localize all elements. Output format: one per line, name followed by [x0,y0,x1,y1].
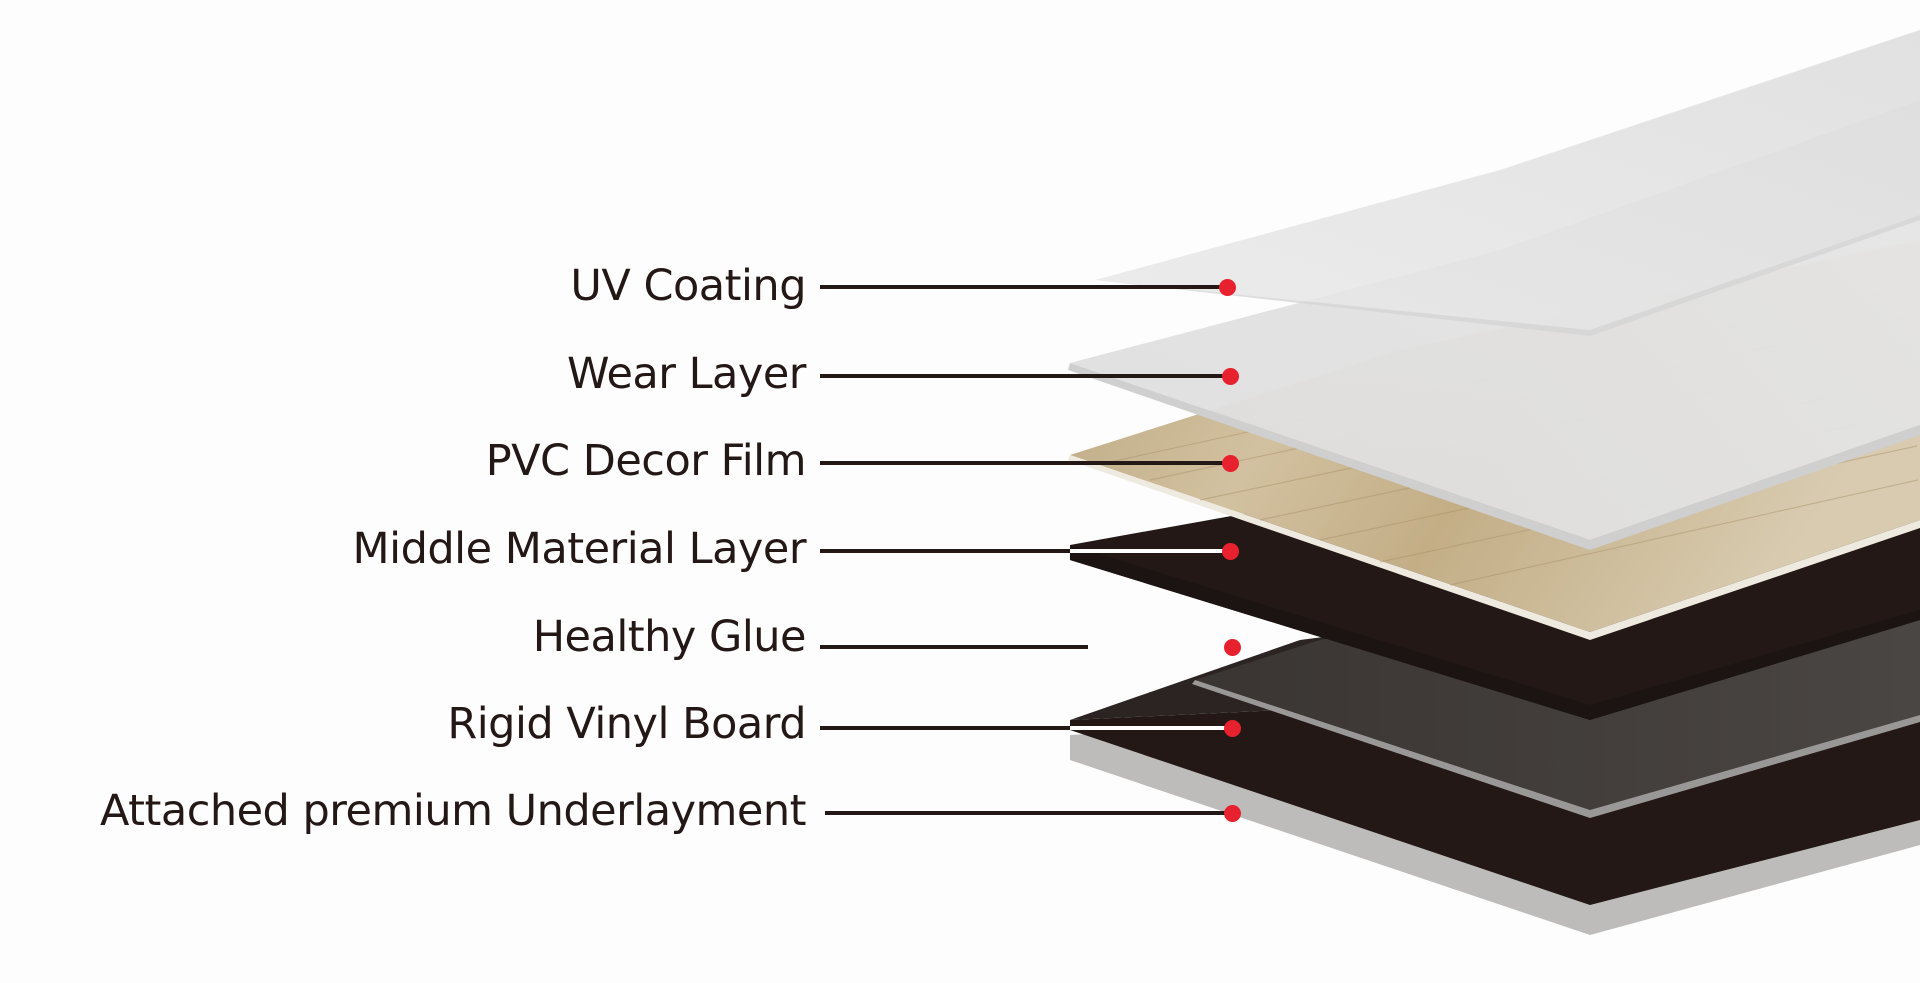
uv-coating-sheet [1095,30,1920,336]
leader-line-middle-material-layer [820,549,1070,553]
label-middle-material-layer: Middle Material Layer [352,524,807,574]
label-healthy-glue: Healthy Glue [532,612,807,662]
leader-line-pvc-decor-film [820,461,1227,465]
label-underlayment: Attached premium Underlayment [99,786,807,836]
leader-line-middle-material-layer-inner [1070,549,1230,553]
marker-dot-rigid-vinyl-board [1224,720,1241,737]
leader-line-underlayment [825,811,1230,815]
label-uv-coating: UV Coating [570,261,806,311]
marker-dot-pvc-decor-film [1222,455,1239,472]
label-wear-layer: Wear Layer [566,349,807,399]
leader-line-healthy-glue [820,645,1088,649]
marker-dot-wear-layer [1222,368,1239,385]
leader-line-uv-coating [820,285,1227,289]
leader-line-rigid-vinyl-board-inner [1070,726,1230,730]
leader-line-wear-layer [820,374,1227,378]
marker-dot-healthy-glue [1224,639,1241,656]
label-pvc-decor-film: PVC Decor Film [485,436,807,486]
leader-line-rigid-vinyl-board [820,726,1070,730]
label-rigid-vinyl-board: Rigid Vinyl Board [447,699,806,749]
marker-dot-underlayment [1224,805,1241,822]
marker-dot-uv-coating [1219,279,1236,296]
marker-dot-middle-material-layer [1222,543,1239,560]
